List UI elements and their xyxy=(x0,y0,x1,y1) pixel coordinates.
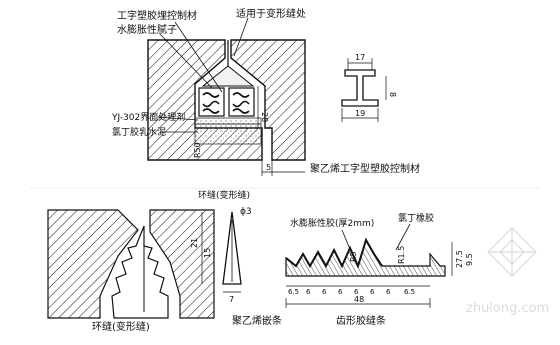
dim-8: 8 xyxy=(388,92,397,97)
top-margin xyxy=(0,0,560,2)
pitch-dim: 6 xyxy=(386,288,391,296)
dim-r5: R5 xyxy=(349,251,358,262)
wave-section: 水膨胀性胶(厚2mm) 氯丁橡胶 R5 R1.5 27.5 9.5 6.5 6 … xyxy=(285,212,474,327)
wave-top-coat xyxy=(285,237,383,269)
wave-profile xyxy=(285,238,446,277)
joint-left-concrete xyxy=(47,209,139,319)
joint-caption: 环缝(变形缝) xyxy=(92,320,150,333)
bottom-joint-section: 环缝(变形缝) 环缝(变形缝) xyxy=(47,189,250,333)
joint-title: 环缝(变形缝) xyxy=(198,189,250,201)
pitch-dim: 6.5 xyxy=(288,288,299,296)
joint-comb-strip xyxy=(111,225,169,319)
water-stop-texture xyxy=(202,92,250,114)
dim-20: 20 xyxy=(260,112,269,122)
dim-15: 15 xyxy=(203,248,212,258)
wave-label-neoprene: 氯丁橡胶 xyxy=(398,212,434,224)
neoprene-mortar-fill xyxy=(194,123,262,145)
label-applies-to: 适用于变形缝处 xyxy=(236,7,306,20)
pitch-dim: 6.5 xyxy=(404,288,415,296)
pitch-dim: 6 xyxy=(306,288,311,296)
label-neoprene-mortar: 氯丁胶乳水泥 xyxy=(112,126,166,138)
right-concrete-block xyxy=(230,39,306,161)
top-leader-lines xyxy=(157,17,249,133)
interface-agent-layer xyxy=(194,117,262,125)
watermark-logo xyxy=(487,227,537,277)
dim-19: 19 xyxy=(355,109,365,118)
strip-caption: 聚乙烯嵌条 xyxy=(232,314,282,327)
sealant-v-lining xyxy=(201,65,255,87)
dim-17: 17 xyxy=(355,53,365,62)
label-interface-agent: YJ-302界面处理剂 xyxy=(111,111,185,123)
dim-95: 9.5 xyxy=(465,253,474,266)
pitch-dim-labels: 6.5 6 6 6 6 6 6 6.5 xyxy=(288,288,415,296)
pitch-dim: 6 xyxy=(370,288,375,296)
i-profile-section: 17 8 19 聚乙烯工字型塑胶控制材 xyxy=(310,53,420,175)
watermark: zhulong.com xyxy=(466,227,549,316)
dim-7: 7 xyxy=(229,295,234,304)
wave-caption: 齿形胶缝条 xyxy=(336,314,386,327)
strip-section: ϕ3 21 15 7 聚乙烯嵌条 xyxy=(190,207,282,327)
i-profile-shape xyxy=(341,69,379,107)
dim-21: 21 xyxy=(190,238,199,248)
label-sealant: 水膨胀性腻子 xyxy=(117,23,177,36)
pitch-dim: 6 xyxy=(322,288,327,296)
dim-total-48: 48 xyxy=(354,295,364,304)
label-water-stop: 工字塑胶埋控制材 xyxy=(117,9,197,22)
wave-leader-b xyxy=(395,223,411,251)
wave-label-sealant: 水膨胀性胶(厚2mm) xyxy=(290,217,374,229)
profile-caption: 聚乙烯工字型塑胶控制材 xyxy=(310,162,420,175)
dim-phi3: ϕ3 xyxy=(240,207,252,217)
top-joint-section: 20 R50 5 工字塑胶埋控制材 水膨胀性腻子 适用于变形缝处 YJ-302界… xyxy=(111,7,306,176)
dim-5: 5 xyxy=(266,163,271,172)
dim-r50: R50 xyxy=(193,142,202,158)
pitch-dim: 6 xyxy=(354,288,359,296)
dim-275: 27.5 xyxy=(455,250,464,268)
pitch-dim: 6 xyxy=(338,288,343,296)
dim-r15: R1.5 xyxy=(397,246,406,264)
watermark-text: zhulong.com xyxy=(466,301,549,316)
